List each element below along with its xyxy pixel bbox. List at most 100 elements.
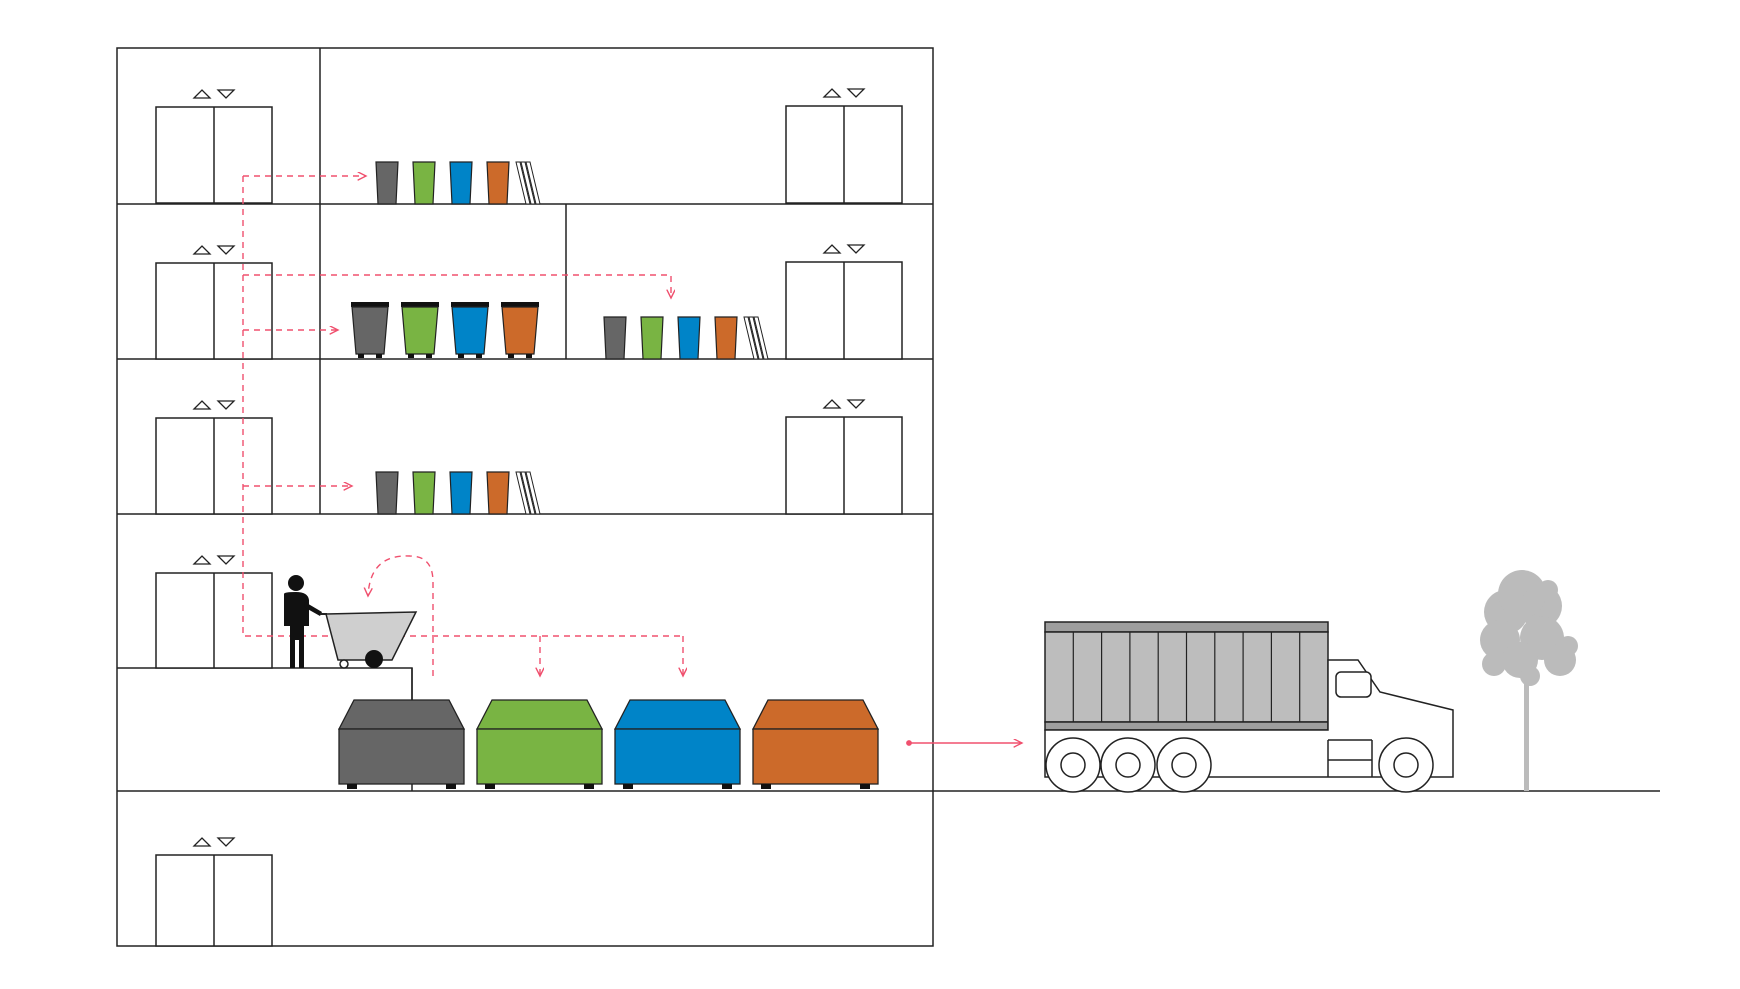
elevators: [155, 88, 903, 947]
up-arrow-icon: [822, 88, 842, 98]
bin-wheel: [358, 354, 364, 358]
landfill-wheeled-bin: [351, 306, 389, 355]
bin-wheel: [426, 354, 432, 358]
down-arrow-icon: [216, 555, 236, 565]
dumpster-foot: [485, 784, 495, 789]
elevator: [155, 837, 273, 947]
paper-sheet: [515, 161, 531, 205]
paper-stack-icon: [515, 161, 541, 205]
elevator-up-down-icon: [192, 837, 236, 847]
recycling-dumpster: [614, 728, 741, 785]
elevator-up-down-icon: [192, 89, 236, 99]
bins: [337, 161, 880, 789]
elevator: [785, 399, 903, 515]
truck-wheel-icon: [1378, 737, 1434, 793]
dock-platform: [117, 667, 413, 700]
truck-container-ribs: [1072, 632, 1301, 722]
paper-stack-icon: [743, 316, 769, 360]
hub: [1060, 752, 1086, 778]
down-arrow-icon: [846, 244, 866, 254]
elevator-up-down-icon: [822, 244, 866, 254]
recycling-dumpster-lid: [613, 699, 742, 730]
building-outline: [116, 47, 934, 947]
elevator: [155, 245, 273, 360]
truck-wheels: [1045, 737, 1434, 793]
dumpster-foot: [446, 784, 456, 789]
up-arrow-icon: [192, 89, 212, 99]
down-arrow-icon: [846, 399, 866, 409]
truck-wheel-icon: [1100, 737, 1156, 793]
landfill-bin: [375, 471, 399, 515]
route-floor4-right: [243, 274, 671, 298]
organics-dumpster-lid: [475, 699, 604, 730]
elevator: [155, 555, 273, 669]
truck-wheel-icon: [1156, 737, 1212, 793]
elevator-up-down-icon: [192, 400, 236, 410]
bin-wheel: [508, 354, 514, 358]
tree-icon: [1480, 570, 1578, 791]
wheeled-bin-lid: [401, 302, 439, 307]
truck-wheel-icon: [1045, 737, 1101, 793]
up-arrow-icon: [192, 400, 212, 410]
cart-icon: [320, 611, 418, 669]
elevator-up-down-icon: [192, 555, 236, 565]
hub: [1393, 752, 1419, 778]
landfill-bin: [375, 161, 399, 205]
up-arrow-icon: [192, 245, 212, 255]
down-arrow-icon: [216, 400, 236, 410]
tree-trunk: [1524, 660, 1529, 791]
hub: [1171, 752, 1197, 778]
paper-sheet: [520, 471, 536, 515]
bin-wheel: [458, 354, 464, 358]
up-arrow-icon: [192, 555, 212, 565]
down-arrow-icon: [216, 89, 236, 99]
recycling-bin: [449, 471, 473, 515]
recycling-wheeled-bin: [451, 306, 489, 355]
paper-dumpster-lid: [751, 699, 880, 730]
elevator: [785, 88, 903, 204]
paper-sheet: [525, 161, 541, 205]
elevator-up-down-icon: [822, 88, 866, 98]
organics-bin: [412, 161, 436, 205]
organics-bin: [412, 471, 436, 515]
waste-routes: [242, 176, 683, 676]
truck-container-base: [1044, 721, 1329, 731]
paper-bin: [486, 161, 510, 205]
dumpster-foot: [722, 784, 732, 789]
paper-sheet: [515, 471, 531, 515]
dumpster-foot: [623, 784, 633, 789]
route-to-truck: [906, 741, 1022, 745]
paper-sheet: [743, 316, 759, 360]
down-arrow-icon: [216, 245, 236, 255]
tree-canopy: [1480, 570, 1578, 686]
dumpster-foot: [584, 784, 594, 789]
bin-wheel: [476, 354, 482, 358]
wheeled-bin-lid: [451, 302, 489, 307]
small-bin-set: [375, 471, 541, 515]
landfill-dumpster: [338, 728, 465, 785]
dumpster-foot: [347, 784, 357, 789]
dumpster-set: [337, 699, 880, 789]
up-arrow-icon: [192, 837, 212, 847]
wheeled-bin-lid: [501, 302, 539, 307]
truck-window: [1335, 671, 1372, 698]
truck-roof: [1044, 621, 1329, 633]
hub: [1115, 752, 1141, 778]
paper-wheeled-bin: [501, 306, 539, 355]
elevator: [785, 244, 903, 360]
elevator: [155, 400, 273, 515]
organics-bin: [640, 316, 664, 360]
landfill-bin: [603, 316, 627, 360]
paper-sheet: [525, 471, 541, 515]
wheeled-bin-lid: [351, 302, 389, 307]
landfill-dumpster-lid: [337, 699, 466, 730]
organics-dumpster: [476, 728, 603, 785]
elevator-up-down-icon: [192, 245, 236, 255]
up-arrow-icon: [822, 244, 842, 254]
bin-wheel: [408, 354, 414, 358]
paper-bin: [486, 471, 510, 515]
route-trunk: [242, 176, 683, 637]
down-arrow-icon: [216, 837, 236, 847]
bin-wheel: [526, 354, 532, 358]
person-icon: [284, 575, 322, 668]
